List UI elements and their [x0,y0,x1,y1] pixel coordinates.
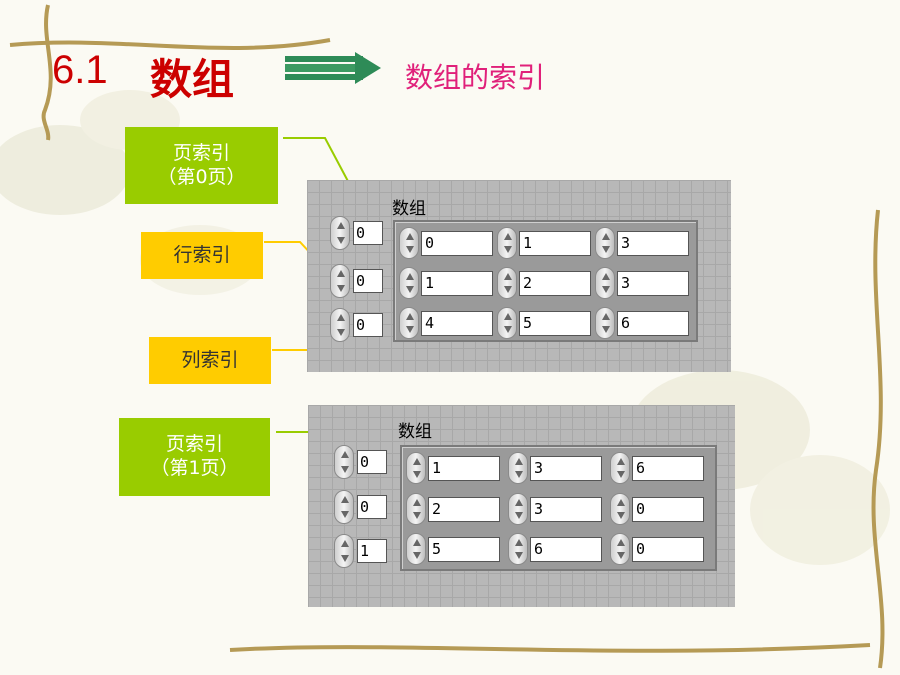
array-cell[interactable]: 3 [595,267,689,299]
row-index-control[interactable]: 0 [334,490,387,524]
cell-value[interactable]: 0 [632,496,704,522]
cell-value[interactable]: 2 [428,496,500,522]
array-cell[interactable]: 6 [595,307,689,339]
cell-value[interactable]: 1 [421,270,493,296]
spinner-icon[interactable] [497,267,517,299]
array-cell[interactable]: 3 [508,452,602,484]
array-label: 数组 [392,199,426,219]
array-cell[interactable]: 3 [508,493,602,525]
array-label: 数组 [398,422,432,442]
page-index-value[interactable]: 0 [353,221,383,245]
spinner-icon[interactable] [595,307,615,339]
cell-value[interactable]: 1 [428,455,500,481]
cell-value[interactable]: 0 [632,536,704,562]
cell-value[interactable]: 5 [519,310,591,336]
spinner-icon[interactable] [610,452,630,484]
array-cell[interactable]: 2 [406,493,500,525]
cell-value[interactable]: 3 [617,270,689,296]
callout-col-index: 列索引 [149,337,271,384]
array-panel-1: 数组 0 0 1 1 3 6 2 3 0 5 6 0 [308,405,735,607]
spinner-icon[interactable] [497,227,517,259]
callout-page-index-0-line2: （第0页） [157,165,246,188]
spinner-icon[interactable] [330,264,350,298]
spinner-icon[interactable] [399,307,419,339]
spinner-icon[interactable] [610,533,630,565]
callout-page-index-1: 页索引 （第1页） [119,418,270,496]
cell-value[interactable]: 5 [428,536,500,562]
col-index-value[interactable]: 1 [357,539,387,563]
array-cell[interactable]: 5 [497,307,591,339]
cell-value[interactable]: 4 [421,310,493,336]
page-index-control[interactable]: 0 [334,445,387,479]
array-cell[interactable]: 1 [399,267,493,299]
cell-value[interactable]: 1 [519,230,591,256]
cell-value[interactable]: 3 [530,496,602,522]
spinner-icon[interactable] [330,308,350,342]
array-cell[interactable]: 0 [610,493,704,525]
cell-value[interactable]: 6 [530,536,602,562]
spinner-icon[interactable] [406,452,426,484]
subtitle: 数组的索引 [405,61,546,94]
callout-row-index: 行索引 [141,232,263,279]
page-index-control[interactable]: 0 [330,216,383,250]
spinner-icon[interactable] [334,534,354,568]
array-cell[interactable]: 6 [610,452,704,484]
col-index-value[interactable]: 0 [353,313,383,337]
spinner-icon[interactable] [497,307,517,339]
spinner-icon[interactable] [334,490,354,524]
row-index-control[interactable]: 0 [330,264,383,298]
array-cell[interactable]: 1 [406,452,500,484]
array-cell[interactable]: 1 [497,227,591,259]
array-panel-0: 数组 0 0 0 0 1 3 1 2 3 4 5 6 [307,180,731,372]
cell-value[interactable]: 2 [519,270,591,296]
spinner-icon[interactable] [595,227,615,259]
spinner-icon[interactable] [334,445,354,479]
spinner-icon[interactable] [406,493,426,525]
title-number: 6.1 [52,48,108,92]
callout-page-index-0-line1: 页索引 [172,141,230,164]
array-cell[interactable]: 3 [595,227,689,259]
array-cell[interactable]: 0 [610,533,704,565]
title-text: 数组 [150,55,235,104]
callout-page-index-1-line1: 页索引 [165,433,223,456]
page-index-value[interactable]: 0 [357,450,387,474]
spinner-icon[interactable] [595,267,615,299]
callout-row-index-label: 行索引 [173,243,231,266]
cell-value[interactable]: 0 [421,230,493,256]
col-index-control[interactable]: 1 [334,534,387,568]
array-cell[interactable]: 6 [508,533,602,565]
spinner-icon[interactable] [399,267,419,299]
cell-value[interactable]: 6 [632,455,704,481]
array-cell[interactable]: 4 [399,307,493,339]
spinner-icon[interactable] [406,533,426,565]
array-cell[interactable]: 5 [406,533,500,565]
spinner-icon[interactable] [508,452,528,484]
array-cell[interactable]: 2 [497,267,591,299]
callout-col-index-label: 列索引 [181,348,239,371]
callout-page-index-1-line2: （第1页） [150,457,239,479]
callout-page-index-0: 页索引 （第0页） [125,127,278,204]
cell-value[interactable]: 3 [530,455,602,481]
spinner-icon[interactable] [399,227,419,259]
row-index-value[interactable]: 0 [353,269,383,293]
arrow-right-icon [285,52,381,84]
array-cell[interactable]: 0 [399,227,493,259]
col-index-control[interactable]: 0 [330,308,383,342]
spinner-icon[interactable] [508,533,528,565]
spinner-icon[interactable] [508,493,528,525]
row-index-value[interactable]: 0 [357,495,387,519]
cell-value[interactable]: 3 [617,230,689,256]
spinner-icon[interactable] [610,493,630,525]
spinner-icon[interactable] [330,216,350,250]
cell-value[interactable]: 6 [617,310,689,336]
